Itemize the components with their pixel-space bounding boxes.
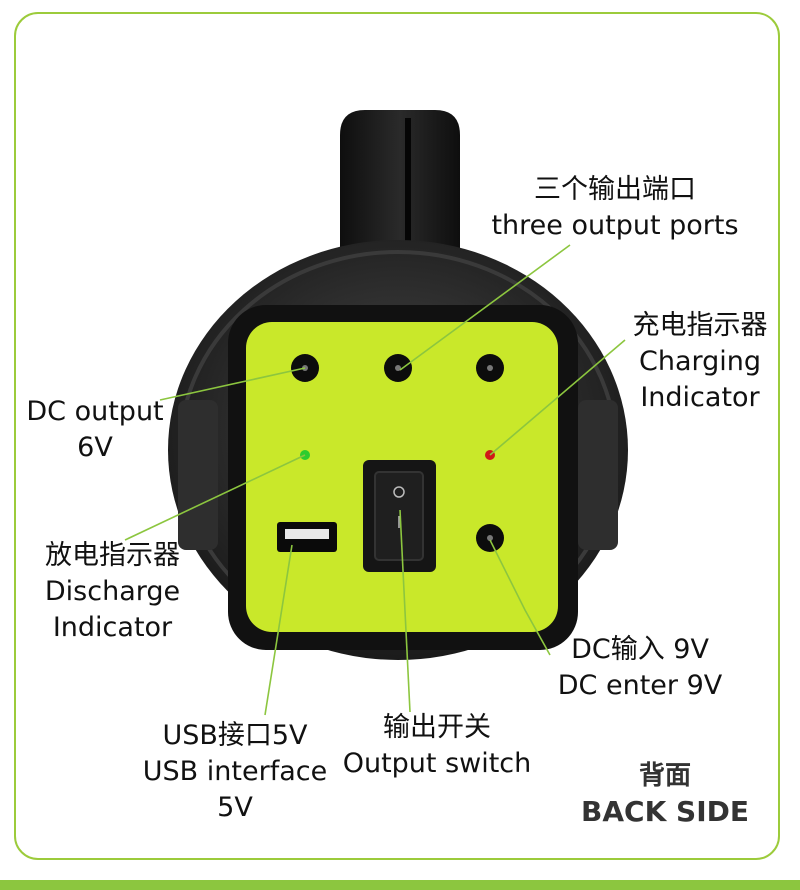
grip-left — [178, 400, 218, 550]
label-usb: USB接口5V USB interface 5V — [130, 718, 340, 826]
label-charging-en1: Charging — [638, 346, 762, 377]
output-port — [476, 354, 504, 382]
label-charging: 充电指示器 Charging Indicator — [600, 308, 800, 416]
label-dc-input: DC输入 9V DC enter 9V — [530, 632, 750, 704]
label-switch-en: Output switch — [342, 748, 532, 779]
leader-switch — [399, 509, 411, 713]
label-usb-line2: USB interface — [142, 756, 328, 787]
back-side-caption: 背面 BACK SIDE — [570, 758, 760, 830]
leader-lines — [124, 244, 626, 716]
label-output-ports-en: three output ports — [491, 210, 739, 241]
switch-off-mark — [393, 486, 405, 498]
label-switch: 输出开关 Output switch — [332, 710, 542, 782]
label-discharge-en2: Indicator — [52, 612, 173, 643]
label-discharge: 放电指示器 Discharge Indicator — [10, 538, 215, 646]
handle-seam — [405, 118, 411, 308]
label-charging-cn: 充电指示器 — [632, 310, 768, 341]
label-usb-line3: 5V — [217, 792, 253, 823]
label-discharge-en1: Discharge — [44, 576, 181, 607]
back-side-en: BACK SIDE — [581, 795, 749, 828]
leader-dc-input — [489, 539, 551, 656]
back-side-cn: 背面 — [638, 761, 691, 791]
leader-charging — [489, 339, 626, 456]
label-dc-input-line1: DC输入 9V — [571, 634, 709, 665]
output-port — [384, 354, 412, 382]
leader-output-ports — [399, 244, 571, 371]
label-dc-output-line2: 6V — [77, 432, 113, 463]
label-switch-cn: 输出开关 — [383, 712, 491, 743]
label-dc-input-line2: DC enter 9V — [557, 670, 723, 701]
dc-input-port — [476, 524, 504, 552]
label-output-ports-cn: 三个输出端口 — [534, 174, 696, 205]
page-frame — [14, 12, 780, 860]
grip-right — [578, 400, 618, 550]
label-dc-output-line1: DC output — [26, 396, 164, 427]
leader-dc-output — [159, 367, 306, 401]
label-discharge-cn: 放电指示器 — [45, 540, 180, 571]
bottom-bar — [0, 880, 800, 890]
label-usb-line1: USB接口5V — [162, 720, 308, 751]
label-charging-en2: Indicator — [640, 382, 760, 413]
leader-discharge — [124, 454, 306, 541]
label-output-ports: 三个输出端口 three output ports — [470, 172, 760, 244]
usb-tongue — [285, 529, 329, 539]
label-dc-output: DC output 6V — [0, 394, 190, 466]
leader-usb — [264, 544, 293, 716]
